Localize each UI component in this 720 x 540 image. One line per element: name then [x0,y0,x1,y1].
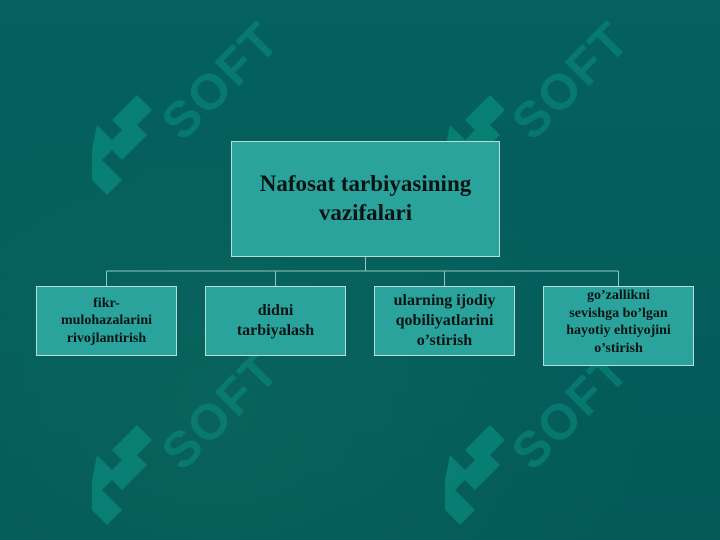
child-node-4: go’zallikni sevishga bo’lgan hayotiy eht… [543,286,694,366]
watermark-logo-icon [92,80,152,195]
child-node-2: didni tarbiyalash [205,286,346,356]
watermark-logo-icon [92,410,152,525]
child-node-label: ularning ijodiy qobiliyatlarini o’stiris… [393,292,496,349]
watermark-logo-icon [445,410,505,525]
child-node-label: didni tarbiyalash [236,302,315,339]
root-node: Nafosat tarbiyasining vazifalari [231,141,500,257]
root-node-label: Nafosat tarbiyasining vazifalari [259,171,472,225]
child-node-1: fikr- mulohazalarini rivojlantirish [36,286,177,356]
child-node-3: ularning ijodiy qobiliyatlarini o’stiris… [374,286,515,356]
child-node-label: go’zallikni sevishga bo’lgan hayotiy eht… [566,288,671,356]
child-node-label: fikr- mulohazalarini rivojlantirish [60,295,152,346]
